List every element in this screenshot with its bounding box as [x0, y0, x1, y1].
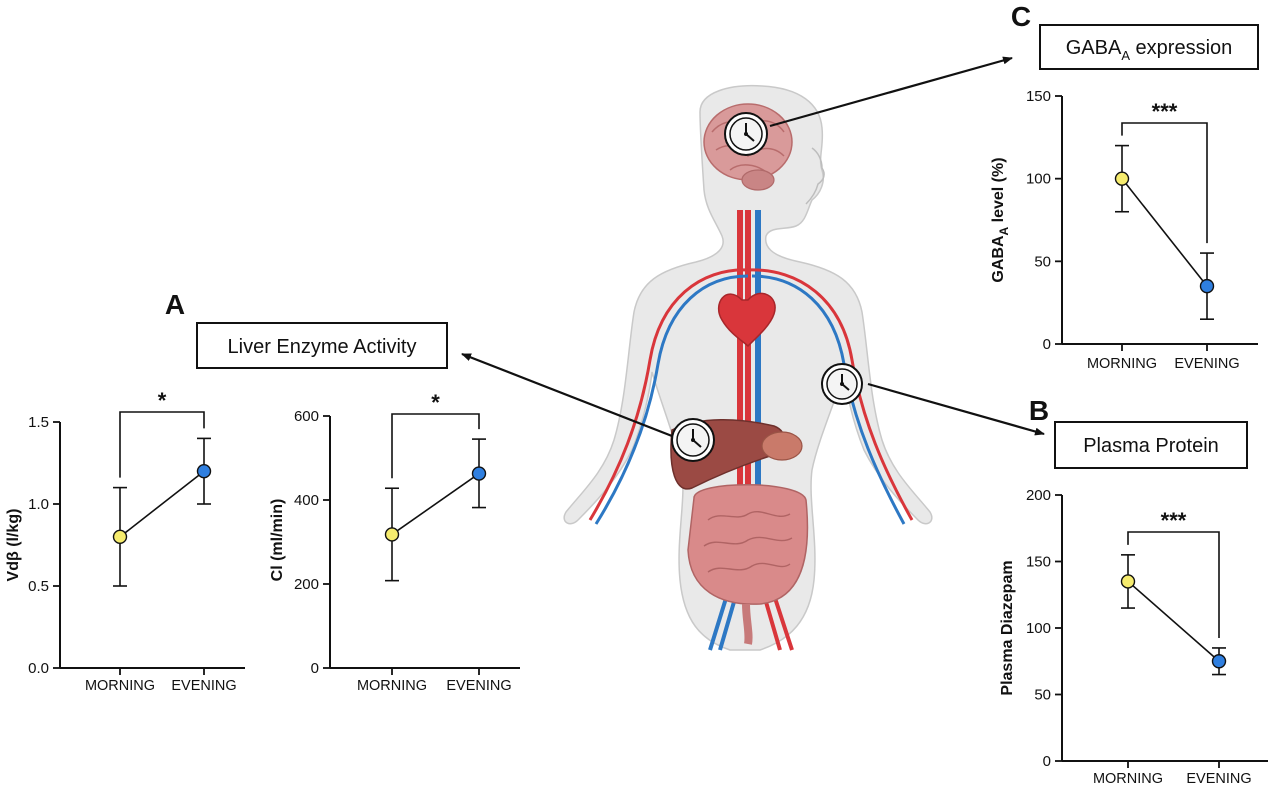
cl-significance-label: *	[431, 390, 440, 415]
title-box-a-text: Liver Enzyme Activity	[228, 336, 417, 358]
gaba-y-tick-label: 100	[1026, 171, 1051, 188]
gaba-y-tick-label: 50	[1034, 253, 1051, 270]
gaba-y-title-base: GABA	[990, 235, 1007, 283]
clock-icon	[671, 418, 715, 462]
vd-category-label: MORNING	[85, 678, 155, 694]
panel-label-c: C	[1011, 1, 1031, 32]
gaba-y-tick-label: 150	[1026, 88, 1051, 105]
plasma-y-tick-label: 200	[1026, 487, 1051, 504]
title-box-a: Liver Enzyme Activity	[196, 322, 448, 369]
title-box-b-text: Plasma Protein	[1083, 435, 1219, 457]
human-body-illustration	[563, 84, 933, 651]
plasma-point-evening	[1211, 654, 1227, 669]
vd-y-tick-label: 1.5	[28, 414, 49, 431]
plasma-y-tick-label: 0	[1043, 753, 1051, 770]
vd-point-morning	[112, 529, 128, 544]
vd-point-evening	[196, 464, 212, 479]
cl-point-morning	[384, 527, 400, 542]
gaba-significance-bracket	[1121, 122, 1208, 244]
vd-y-axis-title: Vdβ (l/kg)	[5, 509, 22, 582]
arrow-brain-to-c	[769, 56, 1013, 128]
heart-icon	[717, 292, 776, 348]
title-box-c-text: GABAA expression	[1066, 37, 1233, 63]
vd-y-tick-label: 1.0	[28, 496, 49, 513]
cl-y-tick-label: 400	[294, 492, 319, 509]
gaba-point-evening	[1199, 278, 1215, 294]
cl-series-line	[391, 472, 480, 536]
cl-y-tick-label: 0	[311, 660, 319, 677]
panel-label-b: B	[1029, 395, 1049, 426]
plasma-significance-bracket	[1127, 531, 1220, 638]
arrow-liver-to-a	[461, 352, 673, 438]
cl-category-label: MORNING	[357, 678, 427, 694]
vd-y-tick-label: 0.0	[28, 660, 49, 677]
gaba-y-title-sub: A	[997, 226, 1011, 235]
title-box-c-tail: expression	[1130, 37, 1232, 59]
vd-series-line	[119, 470, 205, 538]
clock-icon	[724, 112, 768, 156]
plasma-category-label: EVENING	[1186, 771, 1251, 786]
plasma-point-morning	[1120, 574, 1136, 589]
cl-y-tick-label: 200	[294, 576, 319, 593]
cl-point-evening	[471, 466, 487, 481]
gaba-category-label: EVENING	[1174, 356, 1239, 372]
arrow-arm-to-b	[867, 382, 1045, 436]
panel-label-a: A	[165, 289, 185, 320]
vd-significance-label: *	[158, 388, 167, 413]
title-box-c-base: GABA	[1066, 37, 1122, 59]
plasma-y-axis-title: Plasma Diazepam	[999, 560, 1016, 695]
cl-y-tick-label: 600	[294, 408, 319, 425]
face-profile	[805, 147, 825, 205]
plasma-y-tick-label: 150	[1026, 554, 1051, 571]
intestine-icon	[687, 484, 809, 645]
cl-y-axis-title: Cl (ml/min)	[269, 499, 286, 582]
title-box-c-sub: A	[1121, 48, 1130, 63]
cl-significance-bracket	[391, 413, 480, 479]
plasma-y-tick-label: 50	[1034, 687, 1051, 704]
title-box-c: GABAA expression	[1039, 24, 1259, 70]
clock-icon	[821, 363, 863, 405]
gaba-significance-label: ***	[1152, 99, 1178, 124]
gaba-series-line	[1121, 178, 1208, 287]
vd-significance-bracket	[119, 411, 205, 478]
gaba-category-label: MORNING	[1087, 356, 1157, 372]
vd-category-label: EVENING	[171, 678, 236, 694]
vd-y-tick-label: 0.5	[28, 578, 49, 595]
plasma-category-label: MORNING	[1093, 771, 1163, 786]
title-box-b: Plasma Protein	[1054, 421, 1248, 469]
gaba-y-title-tail: level (%)	[990, 157, 1007, 226]
plasma-series-line	[1127, 580, 1220, 662]
gaba-y-axis-title: GABAA level (%)	[990, 157, 1011, 282]
plasma-significance-label: ***	[1161, 508, 1187, 533]
plasma-y-tick-label: 100	[1026, 620, 1051, 637]
cl-category-label: EVENING	[446, 678, 511, 694]
gaba-point-morning	[1114, 171, 1130, 186]
gaba-y-tick-label: 0	[1043, 336, 1051, 353]
